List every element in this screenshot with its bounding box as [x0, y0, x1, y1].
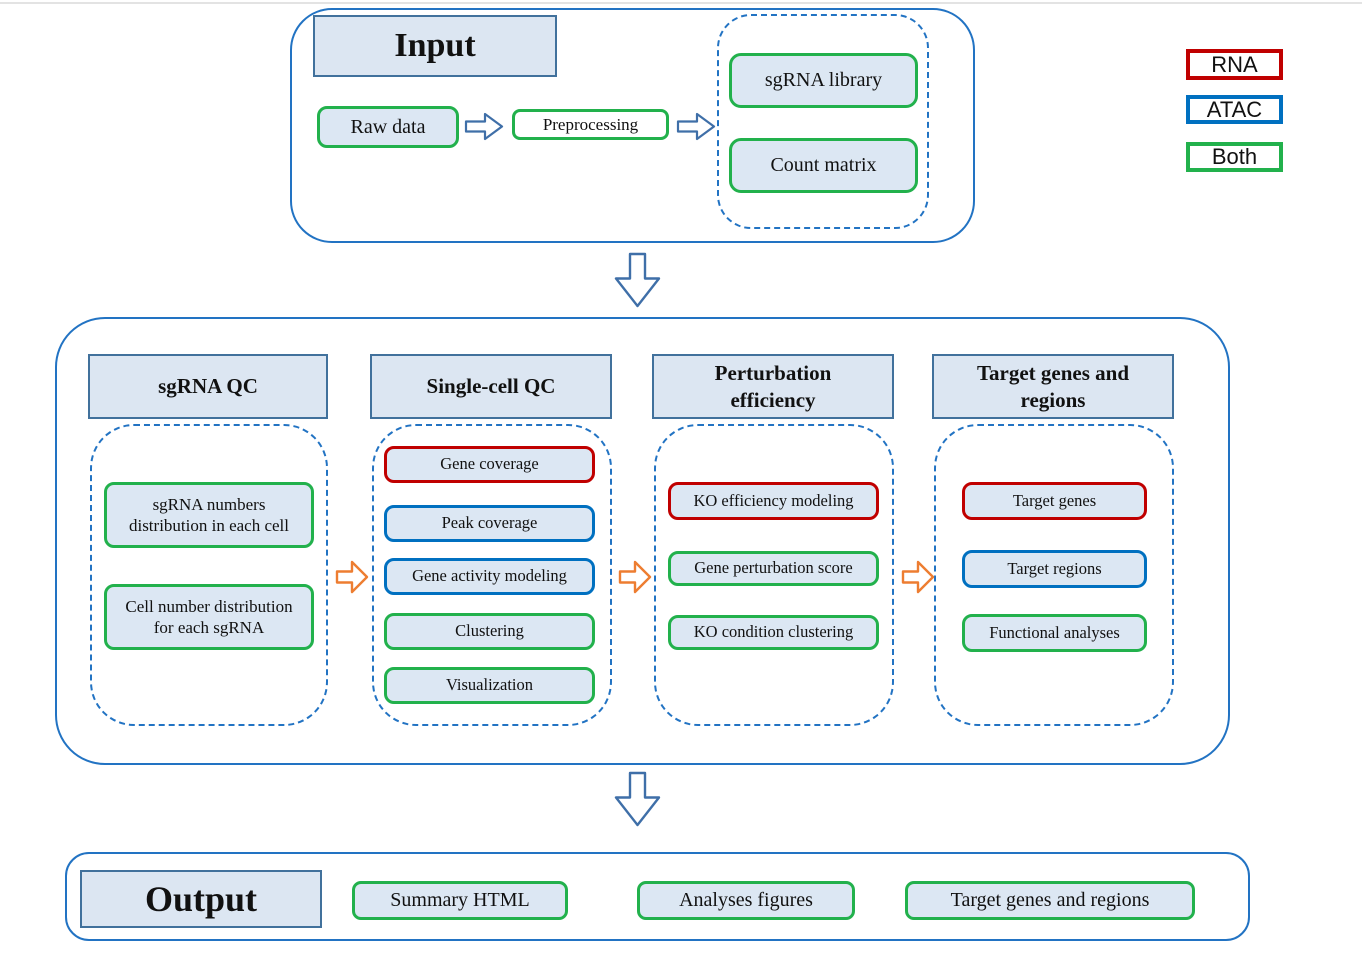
flow-arrow-right-icon — [464, 112, 504, 141]
raw-data-box: Raw data — [317, 106, 459, 148]
preprocessing-box: Preprocessing — [512, 109, 669, 140]
flow-arrow-down-icon — [614, 771, 661, 827]
input-outputs-group — [717, 14, 929, 229]
sgrna-library-box: sgRNA library — [729, 53, 918, 108]
target-genes-box: Target genes — [962, 482, 1147, 520]
legend-both: Both — [1186, 142, 1283, 172]
peak-coverage-box: Peak coverage — [384, 505, 595, 542]
column-header-target-genes-regions: Target genes and regions — [932, 354, 1174, 419]
stage-arrow-right-icon — [618, 560, 652, 594]
column-header-sgrna-qc: sgRNA QC — [88, 354, 328, 419]
stage-arrow-right-icon — [901, 560, 935, 594]
target-regions-box: Target regions — [962, 550, 1147, 588]
summary-html-box: Summary HTML — [352, 881, 568, 920]
flow-arrow-down-icon — [614, 252, 661, 308]
gene-coverage-box: Gene coverage — [384, 446, 595, 483]
target-genes-regions-output-box: Target genes and regions — [905, 881, 1195, 920]
column-header-perturbation-efficiency: Perturbation efficiency — [652, 354, 894, 419]
analysis-section-container — [55, 317, 1230, 765]
ko-condition-clustering-box: KO condition clustering — [668, 615, 879, 650]
input-section-title: Input — [313, 15, 557, 77]
page-top-divider — [0, 2, 1362, 4]
stage-arrow-right-icon — [335, 560, 369, 594]
analyses-figures-box: Analyses figures — [637, 881, 855, 920]
sgrna-qc-group — [90, 424, 328, 726]
visualization-box: Visualization — [384, 667, 595, 704]
perturbation-efficiency-group — [654, 424, 894, 726]
column-header-single-cell-qc: Single-cell QC — [370, 354, 612, 419]
single-cell-qc-group — [372, 424, 612, 726]
count-matrix-box: Count matrix — [729, 138, 918, 193]
ko-efficiency-modeling-box: KO efficiency modeling — [668, 482, 879, 520]
clustering-box: Clustering — [384, 613, 595, 650]
input-section-container — [290, 8, 975, 243]
functional-analyses-box: Functional analyses — [962, 614, 1147, 652]
gene-perturbation-score-box: Gene perturbation score — [668, 551, 879, 586]
cell-number-distribution-box: Cell number distribution for each sgRNA — [104, 584, 314, 650]
output-section-title: Output — [80, 870, 322, 928]
gene-activity-modeling-box: Gene activity modeling — [384, 558, 595, 595]
target-genes-regions-group — [934, 424, 1174, 726]
legend-rna: RNA — [1186, 49, 1283, 80]
flow-arrow-right-icon — [676, 112, 716, 141]
output-section-container — [65, 852, 1250, 941]
sgrna-numbers-distribution-box: sgRNA numbers distribution in each cell — [104, 482, 314, 548]
legend-atac: ATAC — [1186, 95, 1283, 124]
